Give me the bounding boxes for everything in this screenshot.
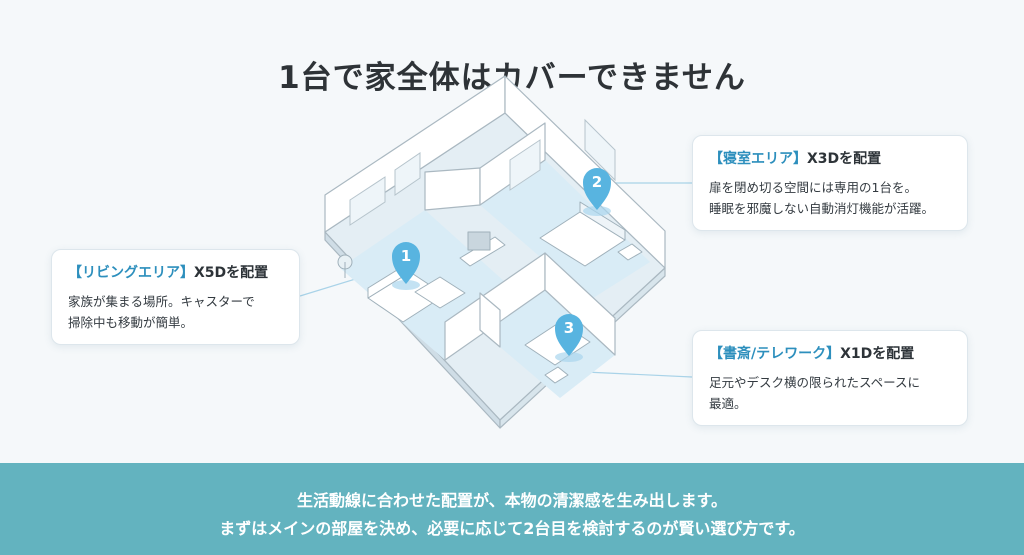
banner-line-1: 生活動線に合わせた配置が、本物の清潔感を生み出します。 <box>296 491 728 510</box>
living-area-card: 【リビングエリア】X5Dを配置 家族が集まる場所。キャスターで 掃除中も移動が簡… <box>51 249 300 345</box>
summary-banner: 生活動線に合わせた配置が、本物の清潔感を生み出します。 まずはメインの部屋を決め… <box>0 463 1024 555</box>
pin-label-1: 1 <box>401 247 411 265</box>
pin-1: 1 <box>392 242 420 290</box>
study-card-model: X1Dを配置 <box>840 346 915 362</box>
bedroom-card-model: X3Dを配置 <box>807 151 882 167</box>
banner-line-2: まずはメインの部屋を決め、必要に応じて2台目を検討するのが賢い選び方です。 <box>219 519 805 538</box>
bedroom-card-line-1: 扉を閉め切る空間には専用の1台を。 <box>709 180 917 195</box>
pin-2: 2 <box>583 168 611 216</box>
living-card-heading: 【リビングエリア】X5Dを配置 <box>68 262 283 282</box>
study-card-line-2: 最適。 <box>709 396 747 411</box>
windows <box>349 118 616 226</box>
bedroom-area-card: 【寝室エリア】X3Dを配置 扉を閉め切る空間には専用の1台を。 睡眠を邪魔しない… <box>692 135 968 231</box>
bedroom-card-tag: 【寝室エリア】 <box>709 151 807 167</box>
study-card-heading: 【書斎/テレワーク】X1Dを配置 <box>709 343 951 363</box>
study-card-tag: 【書斎/テレワーク】 <box>709 346 841 362</box>
living-card-body: 家族が集まる場所。キャスターで 掃除中も移動が簡単。 <box>68 291 283 333</box>
study-card-body: 足元やデスク横の限られたスペースに 最適。 <box>709 372 951 414</box>
pin-label-3: 3 <box>564 319 574 337</box>
pin-label-2: 2 <box>592 173 602 191</box>
living-card-line-1: 家族が集まる場所。キャスターで <box>68 294 255 309</box>
living-card-model: X5Dを配置 <box>194 265 269 281</box>
pin-3: 3 <box>555 314 583 362</box>
bedroom-card-body: 扉を閉め切る空間には専用の1台を。 睡眠を邪魔しない自動消灯機能が活躍。 <box>709 177 951 219</box>
study-area-card: 【書斎/テレワーク】X1Dを配置 足元やデスク横の限られたスペースに 最適。 <box>692 330 968 426</box>
living-card-line-2: 掃除中も移動が簡単。 <box>68 315 194 330</box>
bedroom-card-line-2: 睡眠を邪魔しない自動消灯機能が活躍。 <box>709 201 935 216</box>
study-card-line-1: 足元やデスク横の限られたスペースに <box>709 375 921 390</box>
living-card-tag: 【リビングエリア】 <box>68 265 194 281</box>
bedroom-card-heading: 【寝室エリア】X3Dを配置 <box>709 148 951 168</box>
